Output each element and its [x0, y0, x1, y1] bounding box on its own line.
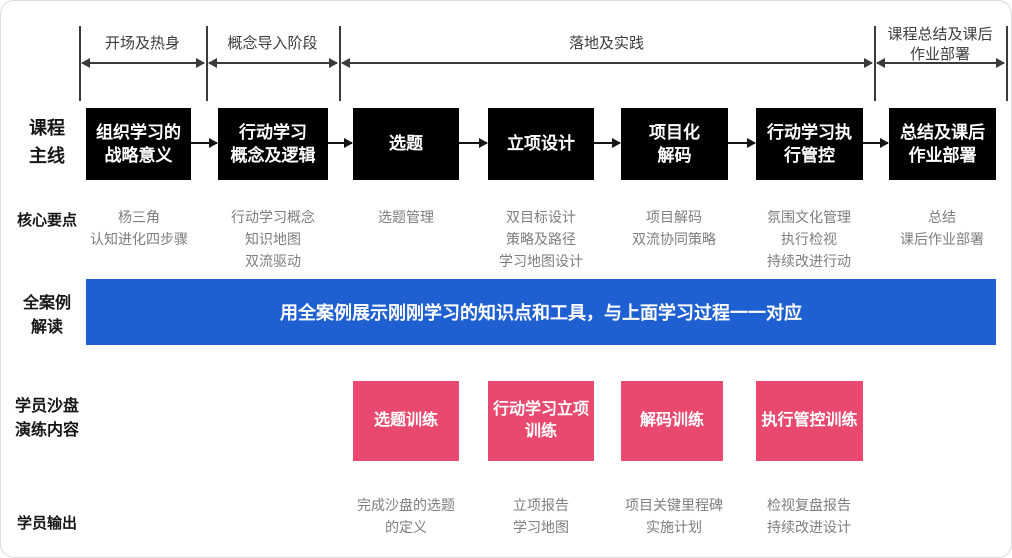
core-points-col-1: 杨三角 认知进化四步骤 — [90, 209, 188, 247]
phase-label-concepts: 概念导入阶段 — [227, 35, 318, 52]
core-points-col-7: 总结 课后作业部署 — [900, 209, 984, 247]
timeline-arrow — [341, 58, 873, 68]
output-col-3: 项目关键里程碑 实施计划 — [625, 497, 723, 535]
connector-arrow — [728, 138, 756, 148]
phase-label-warmup: 开场及热身 — [104, 35, 180, 52]
core-points-col-2: 行动学习概念 知识地图 双流驱动 — [231, 209, 315, 269]
sandbox-box-decode: 解码训练 — [621, 381, 723, 461]
output-col-1: 完成沙盘的选题 的定义 — [357, 497, 455, 535]
connector-arrow — [191, 138, 218, 148]
row-label-sandbox: 学员沙盘 演练内容 — [14, 398, 79, 439]
output-col-4: 检视复盘报告 持续改进设计 — [767, 497, 851, 535]
main-box-control: 行动学习执 行管控 — [756, 108, 863, 180]
timeline-arrow — [876, 58, 1005, 68]
output-col-2: 立项报告 学习地图 — [513, 497, 569, 535]
core-points-col-5: 项目解码 双流协同策略 — [632, 209, 716, 247]
row-label-output: 学员输出 — [16, 515, 77, 532]
phase-label-summary: 课程总结及课后 作业部署 — [887, 26, 993, 63]
sandbox-box-control: 执行管控训练 — [756, 381, 863, 461]
connector-arrow — [459, 138, 488, 148]
connector-arrow — [863, 138, 889, 148]
main-box-decode: 项目化 解码 — [621, 108, 728, 180]
main-box-concepts: 行动学习 概念及逻辑 — [218, 108, 328, 180]
timeline-tick — [206, 26, 208, 101]
timeline-arrow — [81, 58, 205, 68]
timeline-tick — [874, 26, 876, 101]
core-points-col-4: 双目标设计 策略及路径 学习地图设计 — [499, 209, 583, 269]
sandbox-box-topic: 选题训练 — [353, 381, 459, 461]
row-label-core-points: 核心要点 — [16, 212, 77, 229]
core-points-col-3: 选题管理 — [378, 209, 434, 225]
timeline-arrow — [208, 58, 338, 68]
timeline-tick — [79, 26, 81, 101]
main-box-strategy: 组织学习的 战略意义 — [86, 108, 191, 180]
main-box-summary: 总结及课后 作业部署 — [889, 108, 996, 180]
sandbox-box-design: 行动学习立项 训练 — [488, 381, 594, 461]
case-study-banner: 用全案例展示刚刚学习的知识点和工具，与上面学习过程一一对应 — [86, 279, 996, 345]
main-box-topic: 选题 — [353, 108, 459, 180]
connector-arrow — [328, 138, 353, 148]
row-label-main-line: 课程 主线 — [29, 118, 65, 166]
timeline-tick — [1006, 26, 1008, 101]
timeline-tick — [339, 26, 341, 101]
phase-label-practice: 落地及实践 — [568, 35, 644, 52]
core-points-col-6: 氛围文化管理 执行检视 持续改进行动 — [767, 209, 851, 269]
row-label-case-study: 全案例 解读 — [22, 295, 71, 336]
main-box-design: 立项设计 — [488, 108, 594, 180]
connector-arrow — [594, 138, 621, 148]
